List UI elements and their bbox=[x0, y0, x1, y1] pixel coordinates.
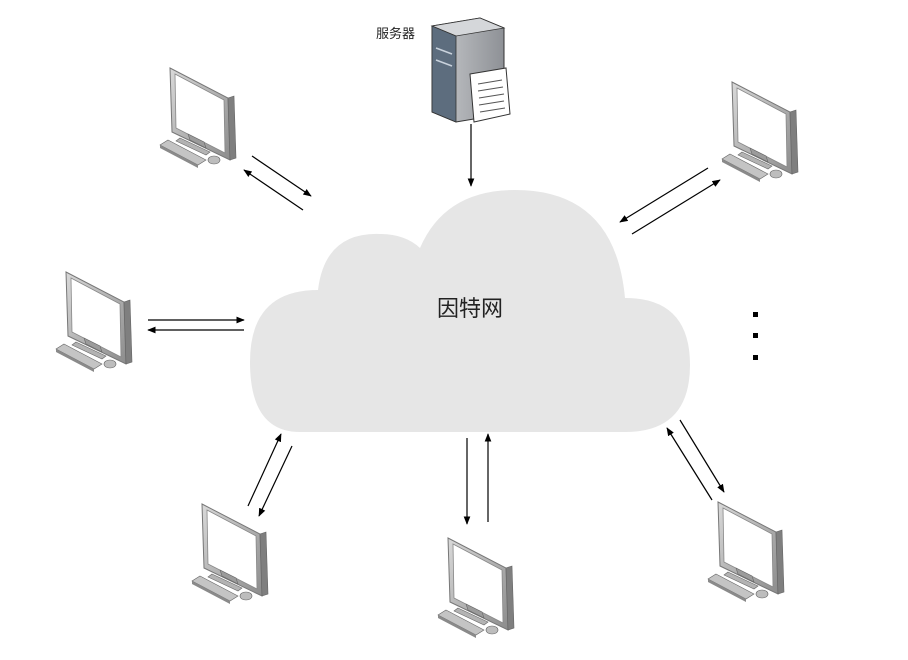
arrow-top-left-to-cloud bbox=[251, 155, 312, 197]
arrow-cloud-to-bottom-left bbox=[258, 445, 293, 517]
arrow-bottom-right-to-cloud bbox=[666, 427, 713, 501]
computer-bottom-left bbox=[191, 503, 269, 605]
cloud-shape bbox=[250, 190, 690, 432]
internet-cloud: 因特网 bbox=[250, 190, 690, 432]
server-label: 服务器 bbox=[376, 26, 415, 42]
arrow-cloud-to-top-left bbox=[243, 169, 304, 211]
arrow-bottom-left-to-cloud bbox=[247, 433, 282, 507]
computer-top-left bbox=[159, 67, 237, 169]
more-terminals-indicator bbox=[753, 312, 758, 360]
computer-bottom-center bbox=[437, 537, 515, 639]
computer-top-right bbox=[721, 81, 799, 183]
computer-middle-left bbox=[55, 271, 133, 373]
connection-arrows bbox=[147, 124, 725, 525]
server bbox=[430, 17, 511, 123]
cloud-label: 因特网 bbox=[437, 297, 503, 322]
computer-bottom-right bbox=[707, 501, 785, 603]
arrow-top-right-to-cloud bbox=[619, 167, 709, 223]
arrow-cloud-to-bottom-right bbox=[679, 419, 725, 493]
arrow-cloud-to-top-right bbox=[631, 179, 721, 235]
